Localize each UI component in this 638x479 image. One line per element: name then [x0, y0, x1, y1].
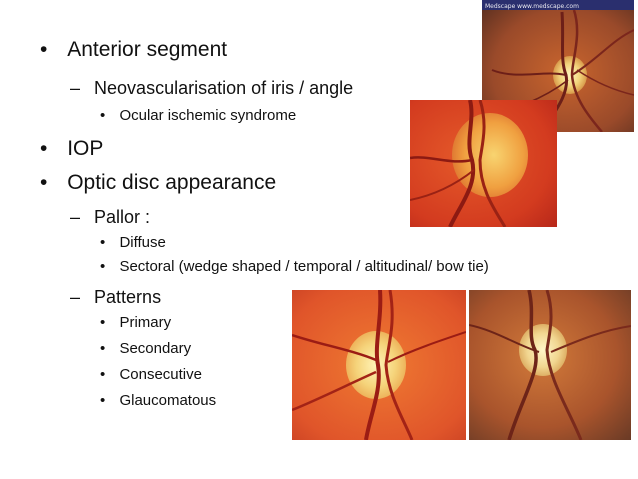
bullet-sectoral: • Sectoral (wedge shaped / temporal / al… — [100, 258, 489, 275]
bullet-text: Patterns — [94, 287, 162, 307]
bullet-text: Glaucomatous — [119, 392, 217, 409]
bullet-marker: • — [100, 340, 106, 357]
fundus-image — [410, 100, 557, 227]
bullet-marker: • — [100, 107, 106, 124]
bullet-text: Secondary — [119, 340, 192, 357]
bullet-patterns: – Patterns — [70, 287, 161, 308]
bullet-primary: • Primary — [100, 314, 171, 331]
fundus-photo-primary — [292, 290, 466, 440]
bullet-marker: • — [40, 171, 48, 194]
bullet-iop: • IOP — [40, 137, 103, 161]
dash-marker: – — [70, 207, 81, 227]
bullet-ocular-ischemic: • Ocular ischemic syndrome — [100, 107, 296, 124]
bullet-text: Consecutive — [119, 366, 202, 383]
bullet-marker: • — [100, 366, 106, 383]
bullet-marker: • — [100, 392, 106, 409]
bullet-text: Anterior segment — [67, 38, 228, 61]
photo-caption: Medscape www.medscape.com — [485, 3, 579, 10]
bullet-text: Sectoral (wedge shaped / temporal / alti… — [119, 258, 489, 275]
fundus-photo-pallor — [410, 100, 557, 227]
fundus-image — [469, 290, 631, 440]
bullet-consecutive: • Consecutive — [100, 366, 202, 383]
bullet-text: Ocular ischemic syndrome — [119, 107, 297, 124]
bullet-anterior-segment: • Anterior segment — [40, 38, 227, 62]
bullet-marker: • — [40, 137, 48, 160]
bullet-text: Neovascularisation of iris / angle — [94, 78, 354, 98]
dash-marker: – — [70, 78, 81, 98]
bullet-text: IOP — [67, 137, 104, 160]
bullet-diffuse: • Diffuse — [100, 234, 166, 251]
bullet-text: Primary — [119, 314, 172, 331]
bullet-marker: • — [100, 234, 106, 251]
fundus-image — [292, 290, 466, 440]
dash-marker: – — [70, 287, 81, 307]
bullet-text: Pallor : — [94, 207, 151, 227]
bullet-secondary: • Secondary — [100, 340, 191, 357]
fundus-photo-glaucomatous — [469, 290, 631, 440]
bullet-marker: • — [100, 314, 106, 331]
bullet-pallor: – Pallor : — [70, 207, 150, 228]
bullet-glaucomatous: • Glaucomatous — [100, 392, 216, 409]
bullet-text: Diffuse — [119, 234, 166, 251]
bullet-marker: • — [100, 258, 106, 275]
bullet-text: Optic disc appearance — [67, 171, 277, 194]
bullet-neovascularisation: – Neovascularisation of iris / angle — [70, 78, 353, 99]
bullet-optic-disc: • Optic disc appearance — [40, 171, 276, 195]
bullet-marker: • — [40, 38, 48, 61]
